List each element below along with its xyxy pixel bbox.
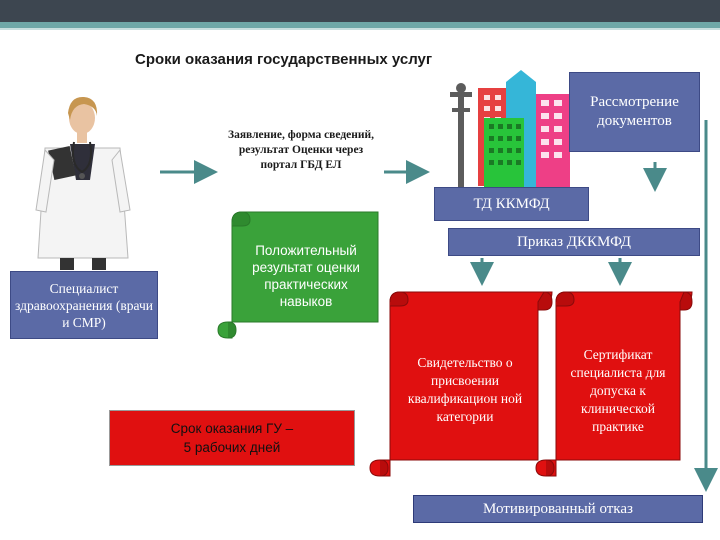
- refusal-text: Мотивированный отказ: [483, 500, 633, 517]
- order-text: Приказ ДККМФД: [517, 233, 631, 250]
- td-text: ТД ККМФД: [473, 195, 550, 212]
- buildings-image: [450, 70, 570, 196]
- positive-result-scroll: [217, 211, 379, 339]
- header-thin-line: [0, 28, 720, 30]
- review-text: Рассмотрение документов: [590, 94, 679, 129]
- specialist-box: Специалист здравоохранения (врачи и СМР): [10, 271, 158, 339]
- order-box: Приказ ДККМФД: [448, 228, 700, 256]
- positive-result-text: Положительный результат оценки практичес…: [252, 243, 360, 309]
- certificate-specialist-scroll: [535, 291, 693, 477]
- slide-title: Сроки оказания государственных услуг: [135, 51, 433, 68]
- review-box: Рассмотрение документов: [569, 72, 700, 152]
- refusal-box: Мотивированный отказ: [413, 495, 703, 523]
- certificate-specialist-text: Сертификат специалиста для допуска к кли…: [570, 347, 666, 434]
- certificate-category-scroll: [369, 291, 553, 477]
- term-box: Срок оказания ГУ – 5 рабочих дней: [109, 410, 355, 466]
- doctor-image: [35, 96, 131, 270]
- td-box: ТД ККМФД: [434, 187, 589, 221]
- header-bar: [0, 0, 720, 22]
- term-text: Срок оказания ГУ – 5 рабочих дней: [170, 421, 294, 455]
- header-accent-line: [0, 22, 720, 28]
- certificate-category-text: Свидетельство о присвоении квалификацион…: [407, 355, 523, 424]
- application-text: Заявление, форма сведений, результат Оце…: [228, 129, 375, 171]
